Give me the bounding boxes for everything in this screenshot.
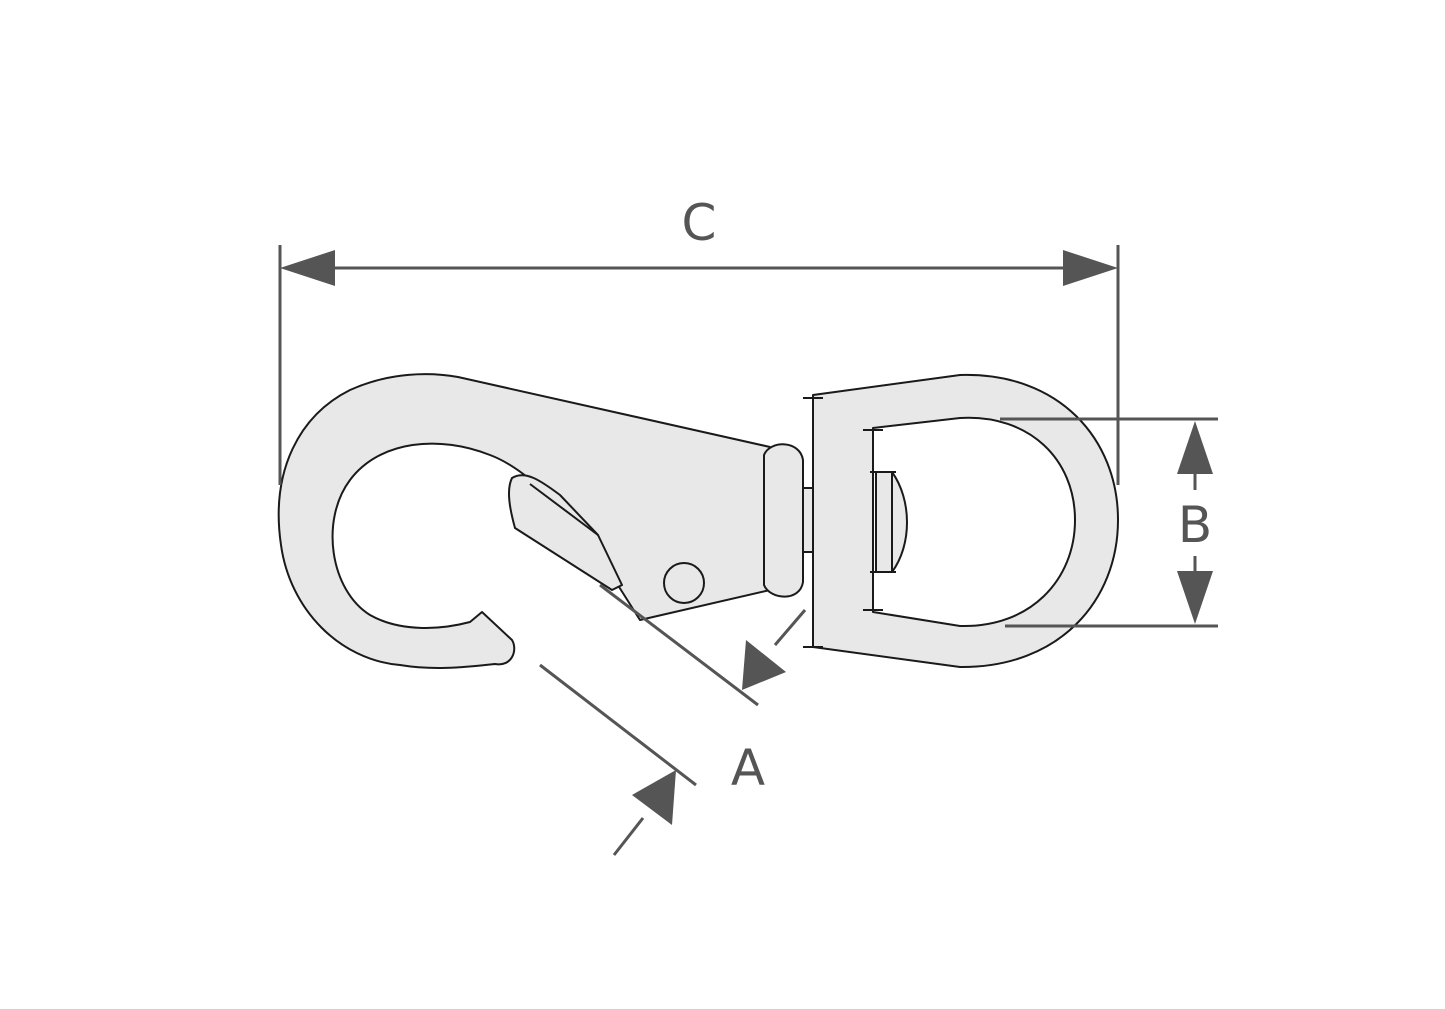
dim-a-extension-upper [599,583,759,707]
dim-b-label: B [1178,496,1212,554]
dimension-b: B [1000,417,1218,628]
dimension-c: C [278,194,1120,485]
dim-c-arrow-left [280,250,335,286]
hook-frame [277,373,771,669]
dim-a-extension-lower [539,663,697,787]
swivel-eye [803,373,1119,669]
gate-edge [529,483,599,536]
dim-a-leader-upper [773,609,807,646]
dim-a-leader-lower [612,817,645,856]
dim-b-arrow-bottom [1177,571,1213,624]
dim-c-label: C [682,194,717,252]
dim-a-arrow-upper [742,640,786,690]
dimension-a: A [539,583,807,856]
gate-rivet [663,562,705,604]
dim-c-arrow-right [1063,250,1118,286]
dim-a-label: A [731,739,765,797]
dim-b-arrow-top [1177,421,1213,474]
hook-body [277,373,816,669]
spring-gate [507,474,623,591]
eye-frame [812,373,1119,669]
swivel-collar [763,443,804,598]
dim-a-arrow-lower [632,770,676,825]
